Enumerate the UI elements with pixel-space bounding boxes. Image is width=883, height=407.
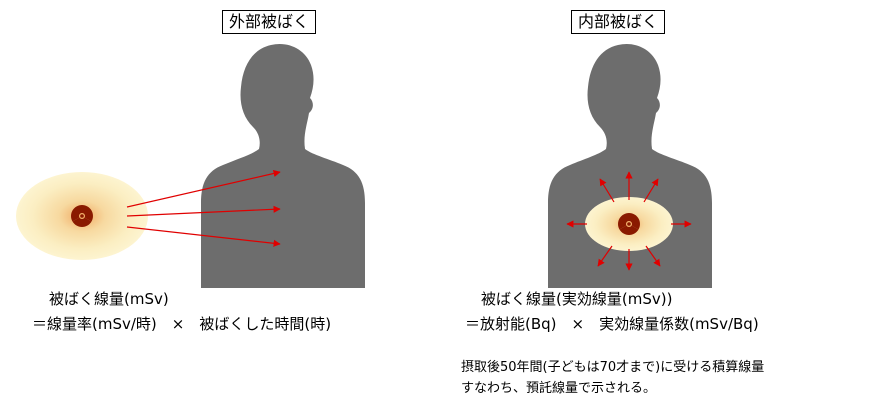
internal-body-silhouette [548, 43, 712, 288]
external-exposure-title: 外部被ばく [222, 10, 317, 34]
internal-note-line1: 摂取後50年間(子どもは70才まで)に受ける積算線量 [461, 360, 765, 375]
external-formula-line1: 被ばく線量(mSv) [49, 290, 169, 308]
external-ray-arrows [126, 169, 281, 247]
external-body-silhouette [201, 43, 365, 288]
internal-formula-line2: ＝放射能(Bq) × 実効線量係数(mSv/Bq) [465, 315, 759, 333]
internal-formula-line1: 被ばく線量(実効線量(mSv)) [481, 290, 673, 308]
ray-arrow-down-left [597, 245, 613, 267]
ray-arrow-upper [126, 169, 281, 208]
ray-arrow-lower [126, 226, 281, 247]
external-formula-line2: ＝線量率(mSv/時) × 被ばくした時間(時) [32, 315, 332, 333]
ray-arrow-up-right [643, 178, 659, 203]
ray-arrow-down-right [645, 245, 661, 267]
internal-ray-arrows [566, 171, 692, 271]
internal-note-line2: すなわち、預託線量で示される。 [461, 381, 657, 396]
internal-exposure-title: 内部被ばく [571, 10, 666, 34]
ray-arrow-middle [126, 205, 281, 217]
ray-arrow-up-left [599, 178, 615, 203]
